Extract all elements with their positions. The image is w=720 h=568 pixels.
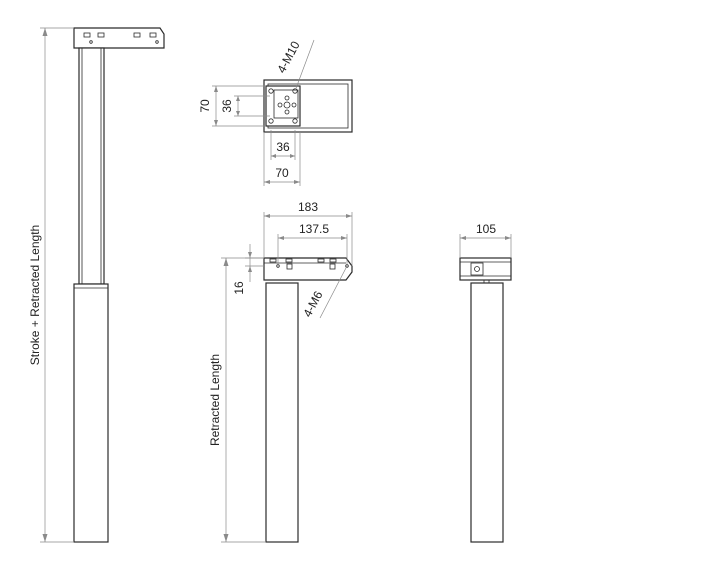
extended-inner-tube: [78, 47, 105, 285]
m10-hole: [268, 118, 274, 124]
top-view-mount-plate: [265, 85, 301, 127]
center-hole: [291, 102, 297, 108]
extended-plate-hole: [89, 40, 93, 44]
m10-hole: [292, 88, 298, 94]
dim-top-height: 70: [198, 99, 212, 113]
extended-plate-hole: [155, 40, 159, 44]
m10-hole: [268, 88, 274, 94]
dim-hole-spacing: 137.5: [299, 222, 329, 236]
end-column: [470, 282, 504, 543]
extended-outer-tube: [73, 283, 109, 543]
extended-view: Stroke + Retracted Length: [28, 27, 165, 543]
dim-plate-thickness: 16: [232, 281, 246, 295]
side-column: [265, 282, 299, 543]
m10-hole: [292, 118, 298, 124]
extended-plate-slot: [83, 32, 91, 38]
center-hole: [284, 109, 290, 115]
side-view: 183 137.5 16 Retracted Length 4-M6: [208, 200, 353, 543]
dim-top-height-inner: 36: [220, 99, 234, 113]
center-hole: [284, 95, 290, 101]
thread-top-label: 4-M10: [274, 39, 302, 76]
center-hole: [277, 102, 283, 108]
dim-overall-width: 183: [298, 200, 318, 214]
end-view: 105: [459, 222, 512, 543]
center-hole: [283, 101, 291, 109]
extended-plate-slot: [149, 32, 157, 38]
side-top-plate: [263, 257, 353, 281]
top-view: 4-M10 70 36 36 70: [198, 39, 353, 186]
end-top-plate: [459, 257, 512, 281]
dim-end-width: 105: [476, 222, 496, 236]
extended-plate-slot: [133, 32, 141, 38]
retracted-length-label: Retracted Length: [208, 354, 222, 446]
stroke-plus-retracted-label: Stroke + Retracted Length: [28, 225, 42, 365]
dim-top-width: 70: [275, 166, 289, 180]
extended-top-plate: [73, 27, 165, 49]
dim-top-width-inner: 36: [276, 140, 290, 154]
extended-plate-slot: [97, 32, 105, 38]
